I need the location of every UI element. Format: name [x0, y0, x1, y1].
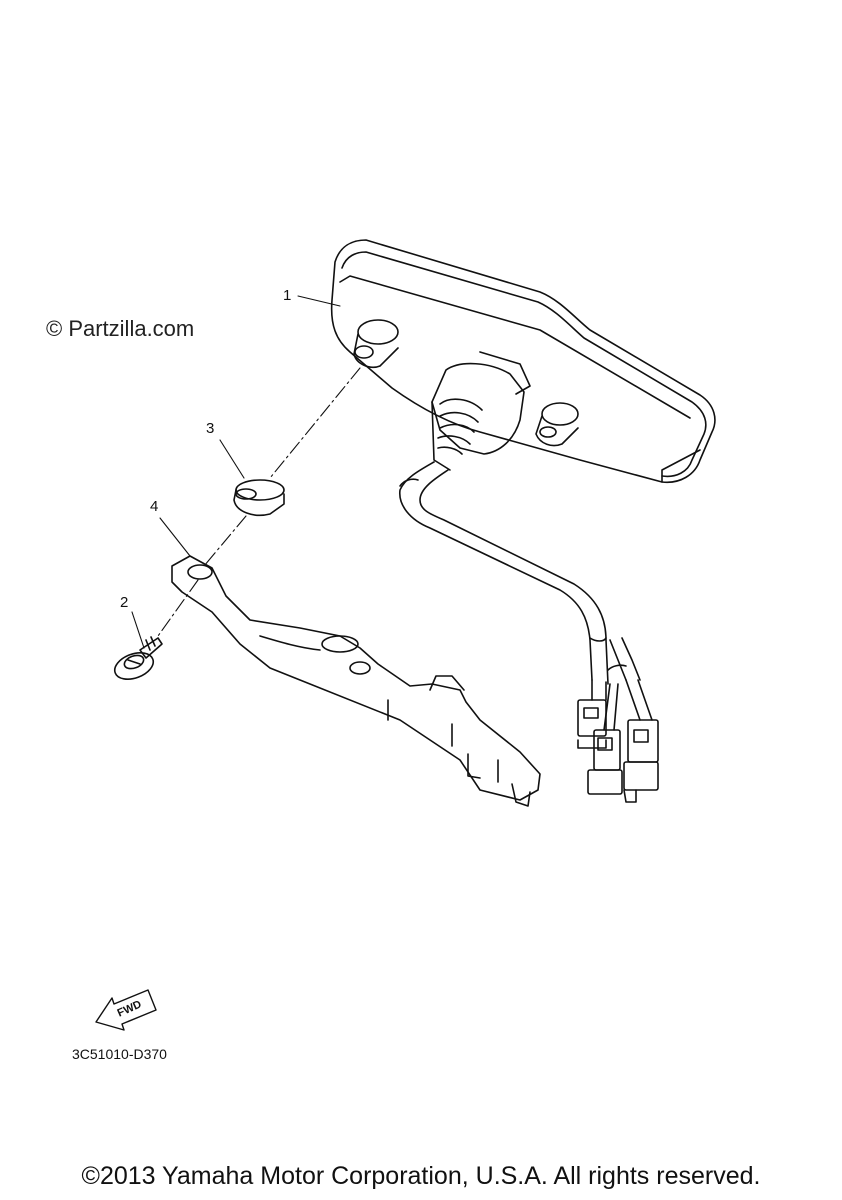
callout-3: 3 — [206, 420, 215, 437]
callout-leaders — [131, 295, 341, 649]
bracket — [171, 555, 541, 807]
watermark: © Partzilla.com — [46, 316, 195, 341]
assembly-centerlines — [157, 367, 361, 637]
meter-assembly — [330, 239, 716, 484]
callout-1: 1 — [283, 287, 292, 304]
callout-4: 4 — [150, 498, 159, 515]
screw — [113, 636, 163, 680]
callout-2: 2 — [120, 594, 129, 611]
wire-harness — [399, 461, 659, 803]
grommet — [233, 479, 285, 516]
fwd-arrow-icon — [95, 989, 157, 1031]
copyright-notice: ©2013 Yamaha Motor Corporation, U.S.A. A… — [81, 1162, 761, 1190]
diagram-code: 3C51010-D370 — [72, 1046, 167, 1062]
